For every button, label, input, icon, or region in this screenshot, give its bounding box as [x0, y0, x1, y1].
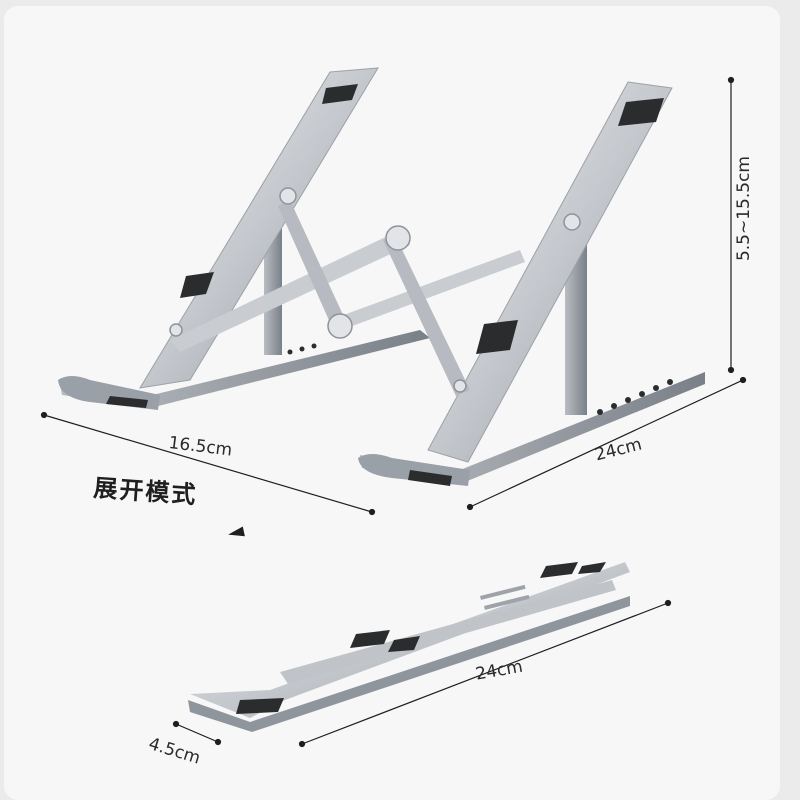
hinges [169, 187, 581, 393]
right-post [565, 245, 587, 415]
height-range-label: 5.5~15.5cm [734, 156, 754, 262]
dimension-lines [40, 76, 747, 748]
folded-slots [479, 584, 530, 610]
base-holes [287, 343, 673, 415]
open-stand [58, 67, 705, 486]
cross-link-1 [170, 230, 410, 352]
cross-link-4 [383, 235, 470, 396]
rubber-pads [106, 84, 664, 486]
folded-stand [188, 562, 630, 732]
cross-link-3 [330, 250, 525, 332]
folded-pads [236, 562, 606, 714]
folded-middle [280, 580, 616, 684]
left-base-bar [60, 330, 430, 408]
folded-bottom [188, 596, 630, 732]
right-foot [358, 454, 470, 486]
mode-title: 展开模式 [92, 473, 199, 510]
cross-link-2 [278, 200, 350, 336]
